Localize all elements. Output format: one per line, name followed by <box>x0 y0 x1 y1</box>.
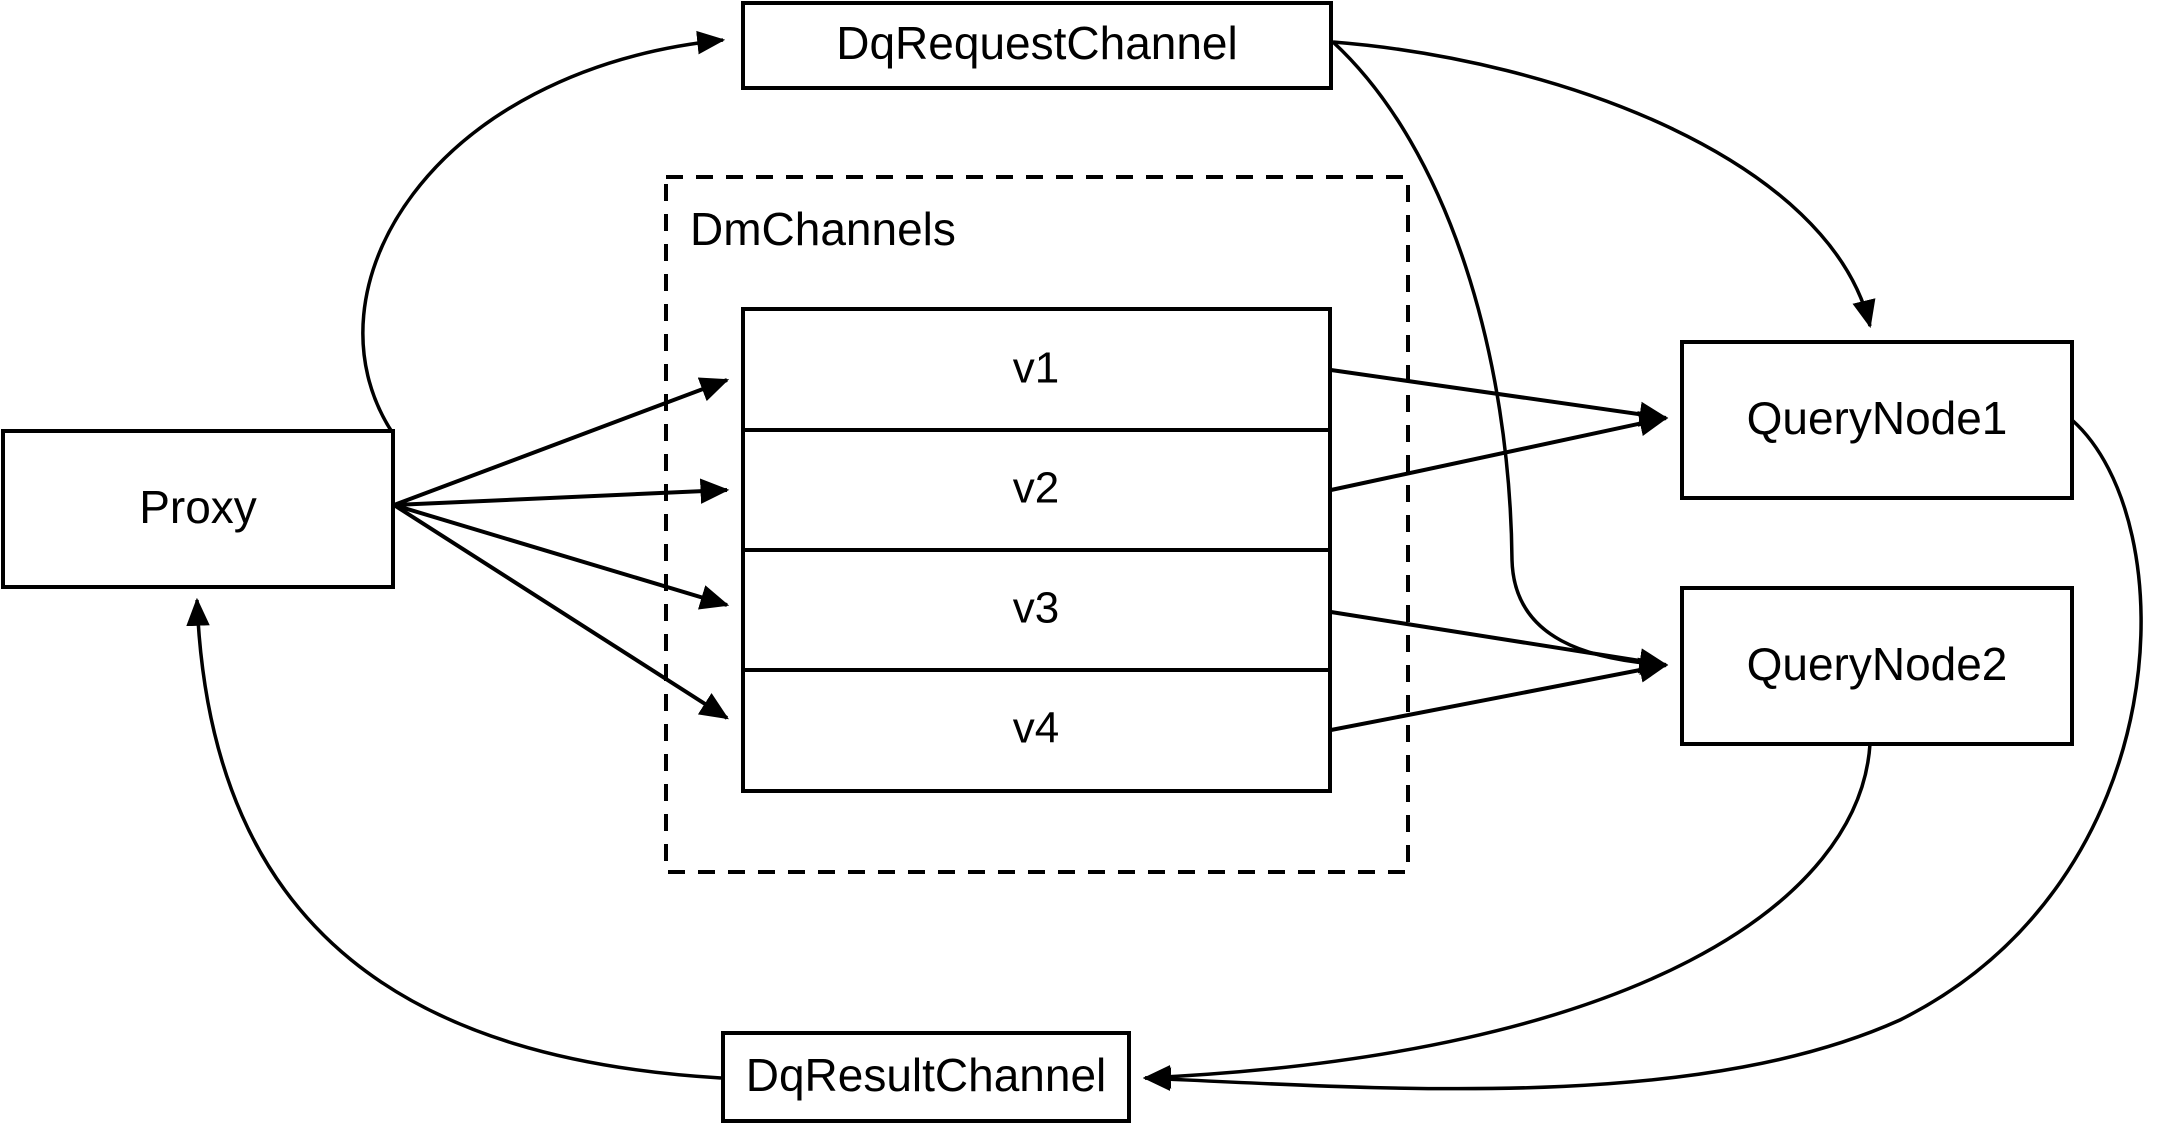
edge-v2-to-query-node-1 <box>1330 411 1669 492</box>
edge-query-node-2-to-dq-result-channel <box>1142 743 1872 1089</box>
node-dq-request-channel[interactable]: DqRequestChannel <box>741 1 1333 90</box>
proxy-label: Proxy <box>139 481 257 533</box>
query-node-1-box[interactable] <box>1680 340 2074 500</box>
edge-dq-request-channel-to-query-node-1 <box>1332 40 1876 329</box>
edge-proxy-to-dq-request-channel <box>361 30 726 433</box>
dm-channel-row-v1[interactable]: v1 <box>1013 344 1059 393</box>
dm-channels-group: DmChannels <box>664 175 1410 874</box>
node-query-node-2[interactable]: QueryNode2 <box>1680 586 2074 746</box>
dm-channels-group-label: DmChannels <box>690 203 956 255</box>
edge-proxy-to-v2 <box>393 478 730 507</box>
node-dq-result-channel[interactable]: DqResultChannel <box>721 1031 1131 1123</box>
dm-channel-row-v4[interactable]: v4 <box>1013 704 1059 753</box>
node-query-node-1[interactable]: QueryNode1 <box>1680 340 2074 500</box>
edge-query-node-1-to-dq-result-channel <box>1142 418 2143 1091</box>
edge-dq-request-channel-to-query-node-2 <box>1331 40 1669 676</box>
dm-channel-row-v2[interactable]: v2 <box>1013 464 1059 513</box>
dq-result-channel-box[interactable] <box>721 1031 1131 1123</box>
dm-channels-table: v1 v2 v3 v4 <box>741 307 1332 793</box>
dm-channel-row-v3[interactable]: v3 <box>1013 584 1059 633</box>
edge-proxy-to-v4 <box>392 503 729 720</box>
proxy-box[interactable] <box>1 429 395 589</box>
dq-request-channel-label: DqRequestChannel <box>836 17 1238 69</box>
dm-channels-group-border <box>664 175 1410 874</box>
edge-proxy-to-v1 <box>393 377 730 507</box>
edge-dq-result-channel-to-proxy <box>186 597 722 1080</box>
edge-proxy-to-v3 <box>393 503 730 610</box>
query-node-2-label: QueryNode2 <box>1747 638 2008 690</box>
query-node-2-box[interactable] <box>1680 586 2074 746</box>
edge-v4-to-query-node-2 <box>1330 657 1669 732</box>
query-node-1-label: QueryNode1 <box>1747 392 2008 444</box>
dq-result-channel-label: DqResultChannel <box>746 1049 1107 1101</box>
dq-request-channel-box[interactable] <box>741 1 1333 90</box>
node-proxy[interactable]: Proxy <box>1 429 395 589</box>
